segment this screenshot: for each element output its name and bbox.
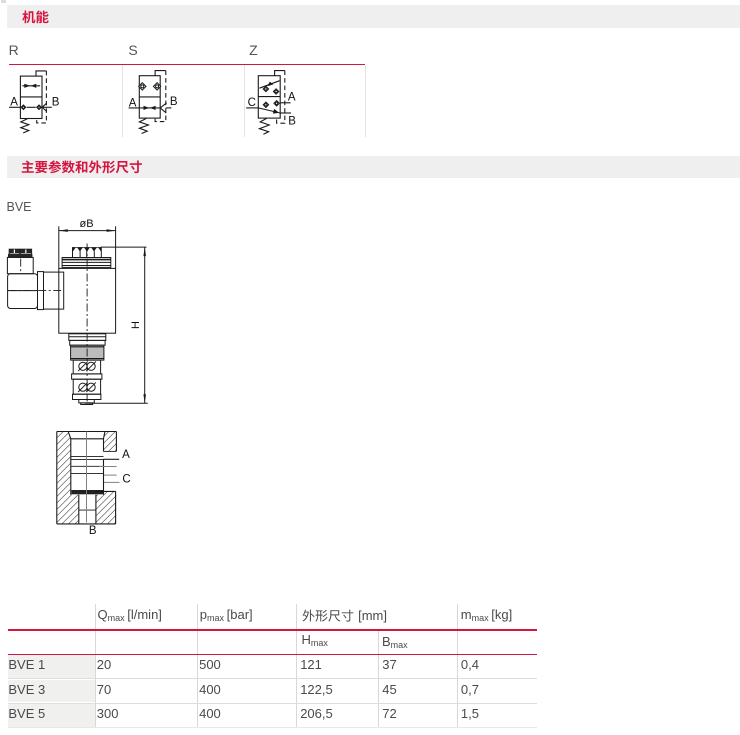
svg-text:A: A (288, 92, 296, 104)
svg-text:A: A (122, 449, 130, 461)
svg-text:C: C (122, 473, 130, 485)
svg-text:H: H (130, 321, 142, 329)
svg-text:B: B (89, 525, 97, 537)
svg-text:B: B (170, 96, 178, 108)
svg-text:A: A (129, 98, 137, 110)
svg-text:C: C (248, 97, 256, 109)
svg-text:øB: øB (80, 218, 94, 230)
svg-text:B: B (288, 115, 296, 127)
svg-text:A: A (10, 96, 18, 108)
svg-text:B: B (52, 96, 60, 108)
